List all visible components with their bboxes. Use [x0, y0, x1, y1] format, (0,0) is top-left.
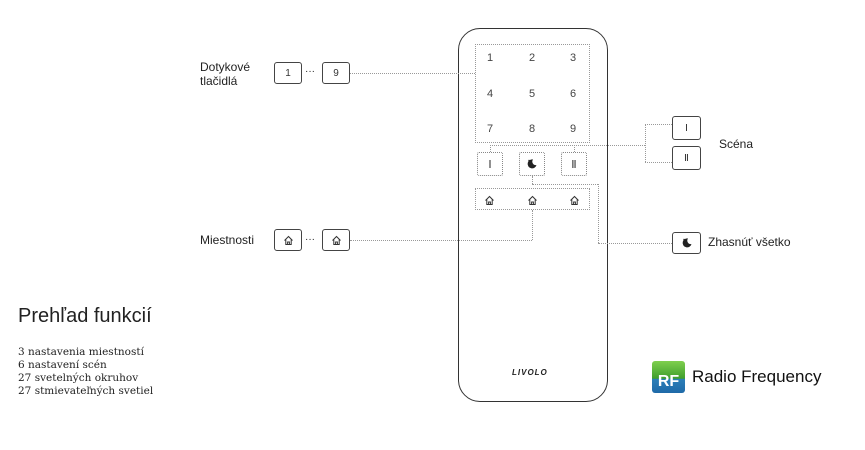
rooms-ellipsis: ··· — [305, 234, 315, 245]
brand-logo: LIVOLO — [512, 368, 548, 377]
overview-line: 27 svetelných okruhov — [18, 372, 139, 384]
all-off-leader-vertical — [598, 184, 599, 243]
remote-control — [458, 28, 608, 402]
keypad-area — [475, 44, 590, 143]
remote-all-off-button[interactable] — [519, 152, 545, 176]
scene-leader-vertical — [645, 124, 646, 162]
home-icon — [331, 235, 341, 245]
home-icon — [528, 195, 537, 205]
touch-leader-line — [350, 73, 475, 74]
room-buttons-area — [475, 188, 590, 210]
room-2-button[interactable] — [527, 193, 538, 211]
all-off-leader-bottom — [598, 243, 672, 244]
scene-label: Scéna — [719, 137, 754, 151]
key-8[interactable]: 8 — [528, 123, 536, 135]
key-4[interactable]: 4 — [486, 88, 494, 100]
scene-leader-drop-1 — [490, 145, 491, 152]
home-icon — [485, 195, 494, 205]
remote-scene-1-button[interactable]: Ⅰ — [477, 152, 503, 176]
rooms-leader-horizontal — [350, 240, 532, 241]
all-off-icon-box — [672, 232, 701, 254]
key-1[interactable]: 1 — [486, 52, 494, 64]
room-3-button[interactable] — [569, 193, 580, 211]
key-5[interactable]: 5 — [528, 88, 536, 100]
key-6[interactable]: 6 — [569, 88, 577, 100]
overview-line: 3 nastavenia miestností — [18, 346, 144, 358]
remote-scene-2-button[interactable]: Ⅱ — [561, 152, 587, 176]
rf-label: Radio Frequency — [692, 367, 822, 386]
room-icon-box-2 — [322, 229, 350, 251]
touch-buttons-label: Dotykové tlačidlá — [200, 60, 251, 88]
room-1-button[interactable] — [484, 193, 495, 211]
scene-leader-drop-2 — [574, 145, 575, 152]
home-icon — [283, 235, 293, 245]
rooms-leader-vertical — [532, 210, 533, 240]
ellipsis: ··· — [305, 66, 315, 77]
scene-leader-bottom — [645, 162, 672, 163]
overview-title: Prehľad funkcií — [18, 305, 152, 327]
scene-leader-join — [490, 145, 645, 146]
key-7[interactable]: 7 — [486, 123, 494, 135]
touch-button-1: 1 — [274, 62, 302, 84]
moon-icon — [527, 159, 537, 169]
key-2[interactable]: 2 — [528, 52, 536, 64]
home-icon — [570, 195, 579, 205]
scene-1-icon-box: Ⅰ — [672, 116, 701, 140]
rf-logo-icon: RF — [652, 361, 685, 393]
all-off-label: Zhasnúť všetko — [708, 235, 791, 249]
scene-leader-top — [645, 124, 672, 125]
moon-icon — [682, 238, 691, 248]
scene-2-icon-box: Ⅱ — [672, 146, 701, 170]
overview-line: 6 nastavení scén — [18, 359, 107, 371]
key-3[interactable]: 3 — [569, 52, 577, 64]
key-9[interactable]: 9 — [569, 123, 577, 135]
touch-button-9: 9 — [322, 62, 350, 84]
room-icon-box-1 — [274, 229, 302, 251]
overview-list: 3 nastavenia miestností 6 nastavení scén… — [18, 346, 153, 398]
rooms-label: Miestnosti — [200, 233, 255, 247]
overview-line: 27 stmievateľných svetiel — [18, 385, 154, 397]
all-off-leader-drop — [532, 176, 533, 184]
all-off-leader-top — [532, 184, 598, 185]
